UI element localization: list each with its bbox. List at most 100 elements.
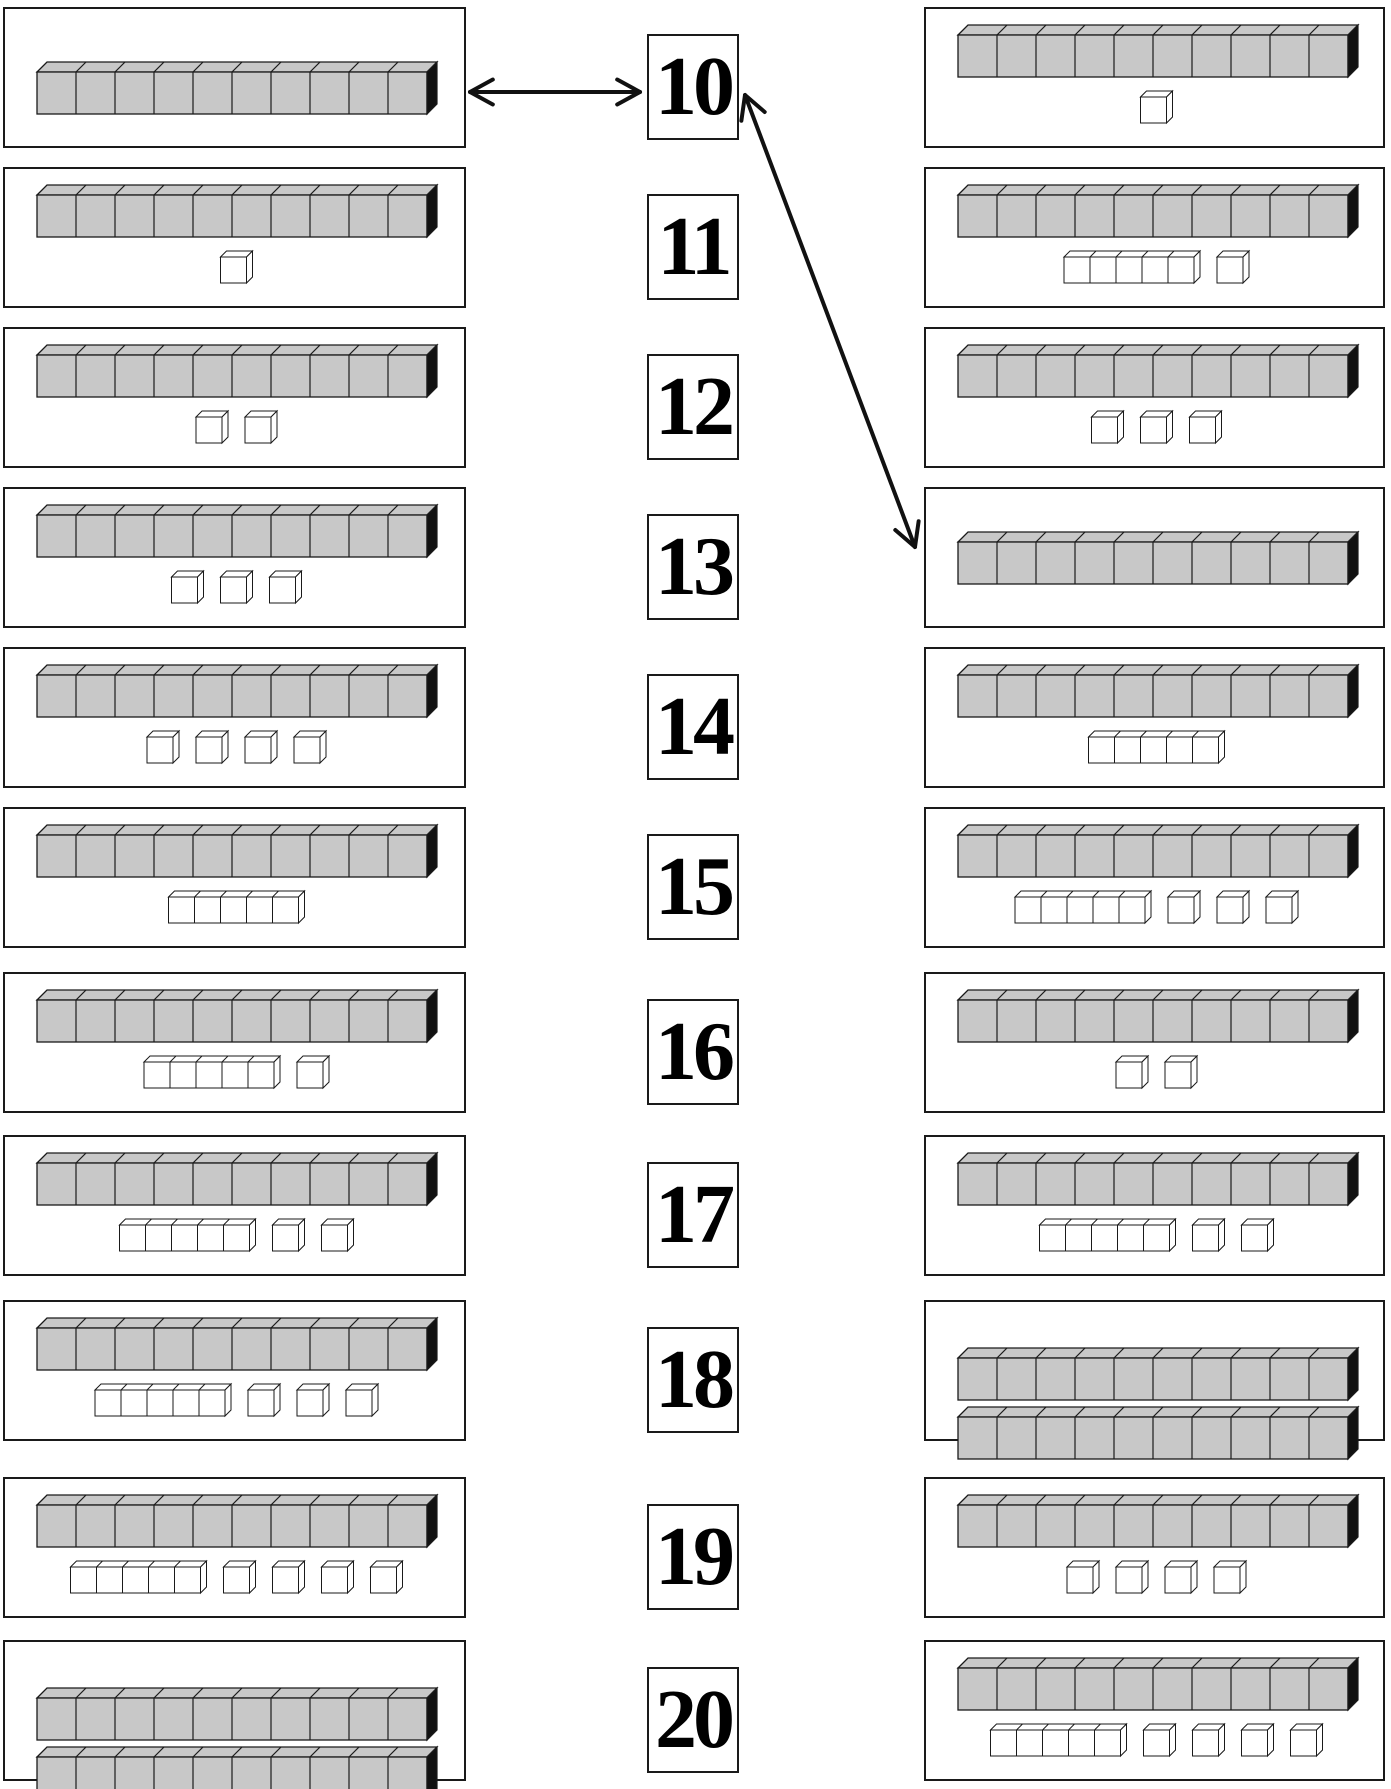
unit-cube: [1116, 1056, 1148, 1088]
right-card-11[interactable]: [924, 1640, 1385, 1781]
unit-cube: [1165, 1056, 1197, 1088]
unit-cube: [371, 1561, 403, 1593]
five-unit-strip: [991, 1724, 1127, 1756]
ten-rod: [37, 990, 437, 1042]
number-18[interactable]: 18: [647, 1327, 739, 1433]
base-ten-blocks: [5, 1137, 468, 1278]
unit-cube: [297, 1384, 329, 1416]
left-card-4[interactable]: [3, 487, 466, 628]
ten-rod: [958, 1348, 1358, 1400]
base-ten-blocks: [5, 1479, 468, 1620]
unit-cube: [1190, 411, 1222, 443]
base-ten-blocks: [5, 1642, 468, 1783]
number-11[interactable]: 11: [647, 194, 739, 300]
unit-cube: [1193, 1724, 1225, 1756]
right-card-3[interactable]: [924, 327, 1385, 468]
ten-rod: [37, 62, 437, 114]
five-unit-strip: [1015, 891, 1151, 923]
ten-rod: [958, 665, 1358, 717]
number-17[interactable]: 17: [647, 1162, 739, 1268]
right-card-1[interactable]: [924, 7, 1385, 148]
base-ten-blocks: [926, 1642, 1387, 1783]
number-19[interactable]: 19: [647, 1504, 739, 1610]
left-card-7[interactable]: [3, 972, 466, 1113]
unit-cube: [1242, 1219, 1274, 1251]
five-unit-strip: [144, 1056, 280, 1088]
unit-cube: [1092, 411, 1124, 443]
ten-rod: [958, 25, 1358, 77]
unit-cube: [196, 731, 228, 763]
left-card-5[interactable]: [3, 647, 466, 788]
right-card-10[interactable]: [924, 1477, 1385, 1618]
left-card-6[interactable]: [3, 807, 466, 948]
unit-cube: [172, 571, 204, 603]
unit-cube: [1193, 1219, 1225, 1251]
number-13[interactable]: 13: [647, 514, 739, 620]
unit-cube: [322, 1561, 354, 1593]
base-ten-blocks: [5, 9, 468, 150]
number-15[interactable]: 15: [647, 834, 739, 940]
ten-rod: [958, 825, 1358, 877]
unit-cube: [1141, 411, 1173, 443]
ten-rod: [37, 185, 437, 237]
base-ten-blocks: [926, 169, 1387, 310]
unit-cube: [1141, 91, 1173, 123]
left-card-10[interactable]: [3, 1477, 466, 1618]
left-card-8[interactable]: [3, 1135, 466, 1276]
five-unit-strip: [169, 891, 305, 923]
right-card-9[interactable]: [924, 1300, 1385, 1441]
unit-cube: [147, 731, 179, 763]
right-card-8[interactable]: [924, 1135, 1385, 1276]
right-card-4[interactable]: [924, 487, 1385, 628]
right-card-6[interactable]: [924, 807, 1385, 948]
ten-rod: [37, 665, 437, 717]
unit-cube: [297, 1056, 329, 1088]
number-12[interactable]: 12: [647, 354, 739, 460]
left-card-3[interactable]: [3, 327, 466, 468]
ten-rod: [958, 185, 1358, 237]
number-16[interactable]: 16: [647, 999, 739, 1105]
unit-cube: [346, 1384, 378, 1416]
unit-cube: [221, 571, 253, 603]
unit-cube: [224, 1561, 256, 1593]
unit-cube: [273, 1219, 305, 1251]
ten-rod: [37, 1495, 437, 1547]
unit-cube: [1116, 1561, 1148, 1593]
five-unit-strip: [120, 1219, 256, 1251]
base-ten-blocks: [926, 1137, 1387, 1278]
unit-cube: [248, 1384, 280, 1416]
ten-rod: [958, 1407, 1358, 1459]
number-20[interactable]: 20: [647, 1667, 739, 1773]
unit-cube: [221, 251, 253, 283]
base-ten-blocks: [5, 169, 468, 310]
unit-cube: [1144, 1724, 1176, 1756]
ten-rod: [37, 1747, 437, 1789]
base-ten-blocks: [926, 649, 1387, 790]
five-unit-strip: [95, 1384, 231, 1416]
unit-cube: [322, 1219, 354, 1251]
right-card-2[interactable]: [924, 167, 1385, 308]
ten-rod: [958, 1495, 1358, 1547]
base-ten-blocks: [926, 329, 1387, 470]
unit-cube: [1067, 1561, 1099, 1593]
ten-rod: [37, 1318, 437, 1370]
unit-cube: [1242, 1724, 1274, 1756]
left-card-9[interactable]: [3, 1300, 466, 1441]
unit-cube: [245, 731, 277, 763]
right-card-5[interactable]: [924, 647, 1385, 788]
number-10[interactable]: 10: [647, 34, 739, 140]
right-card-7[interactable]: [924, 972, 1385, 1113]
ten-rod: [958, 1658, 1358, 1710]
ten-rod: [37, 505, 437, 557]
unit-cube: [1168, 891, 1200, 923]
base-ten-blocks: [926, 974, 1387, 1115]
five-unit-strip: [1064, 251, 1200, 283]
base-ten-blocks: [926, 489, 1387, 630]
base-ten-blocks: [5, 649, 468, 790]
number-14[interactable]: 14: [647, 674, 739, 780]
left-card-1[interactable]: [3, 7, 466, 148]
left-card-2[interactable]: [3, 167, 466, 308]
ten-rod: [37, 1688, 437, 1740]
unit-cube: [294, 731, 326, 763]
left-card-11[interactable]: [3, 1640, 466, 1781]
